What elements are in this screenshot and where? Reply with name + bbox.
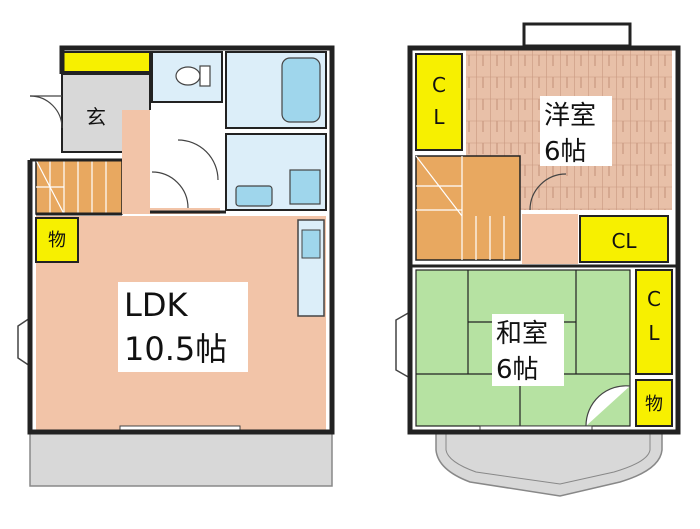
storage-1f-label: 物 [48,230,66,251]
washbasin-icon [235,185,273,207]
terrace [29,431,333,487]
toilet-icon [175,66,201,86]
ldk-size: 10.5帖 [124,330,227,368]
storage-2f [635,379,673,427]
bathtub-icon [281,57,321,123]
shoe-storage [61,51,151,73]
storage-1f [35,217,79,263]
western-room-name: 洋室 [544,101,596,131]
floor-1: 玄 物 LDK 10.5帖 [17,45,335,487]
storage-2f-label: 物 [645,394,663,415]
japanese-room-size: 6帖 [496,355,539,385]
balcony [435,431,663,497]
stairs-1f [35,159,123,215]
hallway-2f [522,214,578,264]
ldk-name: LDK [124,286,188,324]
closet-2f-horizontal [579,215,669,263]
bay-window-1f [17,317,31,367]
closet-horizontal-label: CL [611,229,637,253]
closet-2f-left [415,53,463,151]
western-room-size: 6帖 [544,137,587,167]
floor-2: 洋室 6帖 和室 6帖 C L CL C L 物 [395,22,681,497]
closet-right-l: L [648,321,660,345]
closet-left-l: L [433,105,445,129]
japanese-room-name: 和室 [496,319,548,349]
genkan-label: 玄 [86,105,106,129]
washing-machine-icon [289,169,321,205]
closet-left-c: C [432,73,446,97]
closet-right-c: C [647,287,661,311]
bay-window-2f [395,311,411,379]
stairs-2f [415,155,521,261]
closet-2f-right [635,269,673,375]
